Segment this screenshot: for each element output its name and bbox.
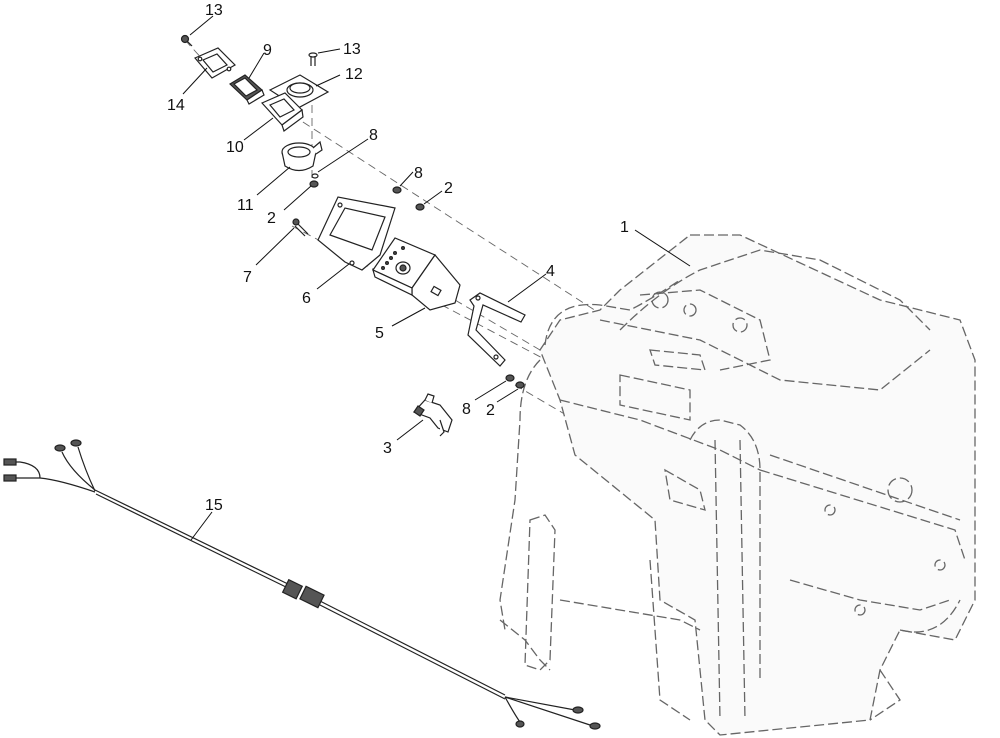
callout-13-top: 13 — [205, 2, 223, 19]
nut-part-2-low — [515, 381, 525, 389]
connector-part-9 — [229, 74, 265, 105]
callout-15: 15 — [205, 497, 223, 514]
screw-part-7 — [292, 218, 309, 237]
callout-13-right: 13 — [343, 41, 361, 58]
callout-1: 1 — [620, 219, 629, 236]
washer-part-8-top — [311, 173, 319, 179]
wire-harness-part-15 — [3, 439, 601, 730]
washer-part-8-mid — [392, 186, 402, 194]
gasket-part-6 — [317, 196, 396, 271]
bezel-part-11 — [281, 140, 323, 172]
callout-2-top: 2 — [267, 210, 276, 227]
callout-7: 7 — [243, 269, 252, 286]
bracket-part-4 — [467, 292, 526, 367]
callout-3: 3 — [383, 440, 392, 457]
callout-8-top: 8 — [369, 127, 378, 144]
callout-9: 9 — [263, 42, 272, 59]
frame-part-1 — [499, 234, 976, 736]
gasket-part-14 — [194, 47, 236, 79]
callout-8-mid: 8 — [414, 165, 423, 182]
nut-part-2-top — [309, 180, 319, 188]
callout-8-low: 8 — [462, 401, 471, 418]
callout-11: 11 — [237, 197, 254, 214]
screw-part-13-top — [180, 34, 193, 47]
callout-10: 10 — [226, 139, 244, 156]
nut-part-2-mid — [415, 203, 425, 211]
washer-part-8-low — [505, 374, 515, 382]
bracket-part-10 — [260, 92, 304, 132]
callout-2-low: 2 — [486, 402, 495, 419]
switch-part-3 — [412, 393, 453, 437]
control-housing-part-5 — [372, 237, 461, 311]
screw-part-13-right — [308, 52, 318, 66]
callout-labels: 13 13 9 12 14 10 8 11 2 8 2 1 7 6 4 5 8 … — [167, 2, 629, 514]
callout-2-mid: 2 — [444, 180, 453, 197]
callout-14: 14 — [167, 97, 185, 114]
callout-12: 12 — [345, 66, 363, 83]
callout-6: 6 — [302, 290, 311, 307]
leader-lines — [182, 15, 691, 541]
callout-5: 5 — [375, 325, 384, 342]
callout-4: 4 — [546, 263, 555, 280]
